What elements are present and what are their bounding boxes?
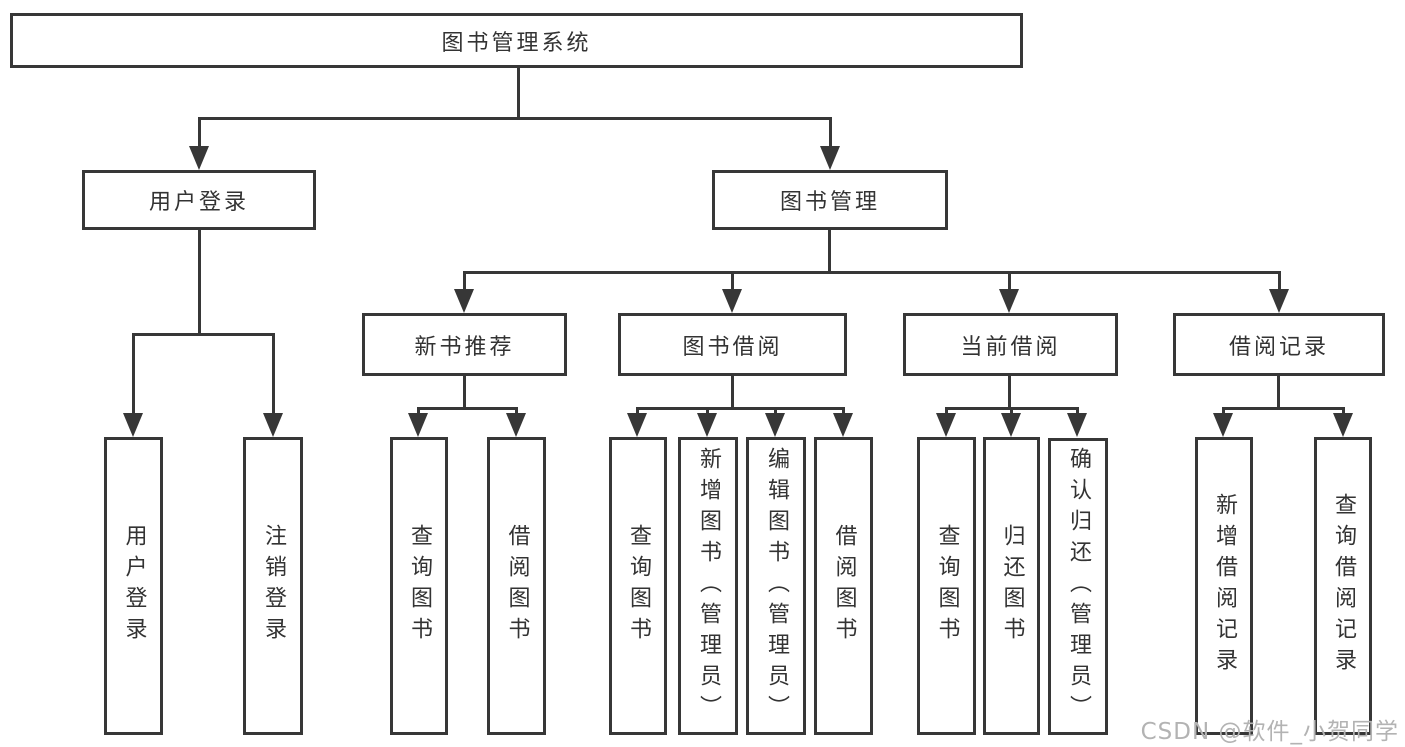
- arrowhead-b4: [833, 413, 853, 437]
- connector-drop-book-borrow: [731, 271, 734, 289]
- leaf-user-login: 用户登录: [104, 437, 163, 735]
- arrowhead-a1: [408, 413, 428, 437]
- connector-drop-b1: [636, 407, 639, 415]
- arrowhead-a2: [506, 413, 526, 437]
- connector-userlogin-rail: [132, 333, 275, 336]
- connector-drop-c3: [1076, 407, 1079, 415]
- leaf-confirm-return-admin: 确认归还（管理员）: [1048, 438, 1108, 735]
- csdn-watermark: CSDN @软件_小贺同学: [1140, 719, 1399, 745]
- connector-root-stem: [517, 68, 520, 118]
- connector-newbook-stem: [463, 376, 466, 407]
- connector-drop-borrow-records: [1278, 271, 1281, 289]
- arrowhead-c3: [1067, 413, 1087, 437]
- arrowhead-b2: [697, 413, 717, 437]
- arrowhead-leaf-login: [123, 413, 143, 437]
- connector-userlogin-stem: [198, 230, 201, 333]
- node-book-mgmt: 图书管理: [712, 170, 948, 230]
- arrowhead-b3: [765, 413, 785, 437]
- node-root: 图书管理系统: [10, 13, 1023, 68]
- connector-drop-d1: [1222, 407, 1225, 415]
- connector-drop-a2: [515, 407, 518, 415]
- connector-drop-leaf-login: [132, 333, 135, 413]
- leaf-borrow-books-1: 借阅图书: [487, 437, 546, 735]
- connector-bookborrow-rail: [636, 407, 845, 410]
- node-user-login: 用户登录: [82, 170, 316, 230]
- node-book-borrow: 图书借阅: [618, 313, 847, 376]
- arrowhead-current-borrow: [999, 289, 1019, 313]
- connector-drop-leaf-logout: [272, 333, 275, 413]
- arrowhead-d1: [1213, 413, 1233, 437]
- connector-drop-c1: [945, 407, 948, 415]
- arrowhead-c1: [936, 413, 956, 437]
- connector-borrowrecords-stem: [1277, 376, 1280, 407]
- connector-drop-b3: [774, 407, 777, 415]
- connector-drop-b4: [842, 407, 845, 415]
- leaf-query-borrow-record: 查询借阅记录: [1314, 437, 1372, 735]
- connector-drop-b2: [706, 407, 709, 415]
- connector-drop-current-borrow: [1008, 271, 1011, 289]
- connector-drop-user-login: [198, 117, 201, 146]
- connector-bookborrow-stem: [731, 376, 734, 407]
- arrowhead-leaf-logout: [263, 413, 283, 437]
- arrowhead-b1: [627, 413, 647, 437]
- connector-newbook-rail: [417, 407, 518, 410]
- connector-borrowrecords-rail: [1222, 407, 1345, 410]
- connector-bookmgmt-rail: [463, 271, 1281, 274]
- connector-drop-c2: [1010, 407, 1013, 415]
- leaf-add-borrow-record: 新增借阅记录: [1195, 437, 1253, 735]
- connector-drop-new-book: [463, 271, 466, 289]
- connector-currentborrow-stem: [1008, 376, 1011, 407]
- arrowhead-book-mgmt: [820, 146, 840, 170]
- leaf-return-books: 归还图书: [983, 437, 1040, 735]
- leaf-edit-book-admin: 编辑图书（管理员）: [746, 437, 806, 735]
- connector-drop-a1: [417, 407, 420, 415]
- node-new-book-rec: 新书推荐: [362, 313, 567, 376]
- leaf-query-books-1: 查询图书: [390, 437, 448, 735]
- arrowhead-book-borrow: [722, 289, 742, 313]
- leaf-query-books-3: 查询图书: [917, 437, 976, 735]
- arrowhead-new-book: [454, 289, 474, 313]
- node-current-borrow: 当前借阅: [903, 313, 1118, 376]
- arrowhead-d2: [1333, 413, 1353, 437]
- connector-bookmgmt-stem: [828, 230, 831, 271]
- leaf-add-book-admin: 新增图书（管理员）: [678, 437, 738, 735]
- arrowhead-c2: [1001, 413, 1021, 437]
- leaf-logout: 注销登录: [243, 437, 303, 735]
- leaf-query-books-2: 查询图书: [609, 437, 667, 735]
- connector-drop-book-mgmt: [829, 117, 832, 146]
- arrowhead-user-login: [189, 146, 209, 170]
- node-borrow-records: 借阅记录: [1173, 313, 1385, 376]
- connector-root-rail: [198, 117, 832, 120]
- arrowhead-borrow-records: [1269, 289, 1289, 313]
- leaf-borrow-books-2: 借阅图书: [814, 437, 873, 735]
- connector-drop-d2: [1342, 407, 1345, 415]
